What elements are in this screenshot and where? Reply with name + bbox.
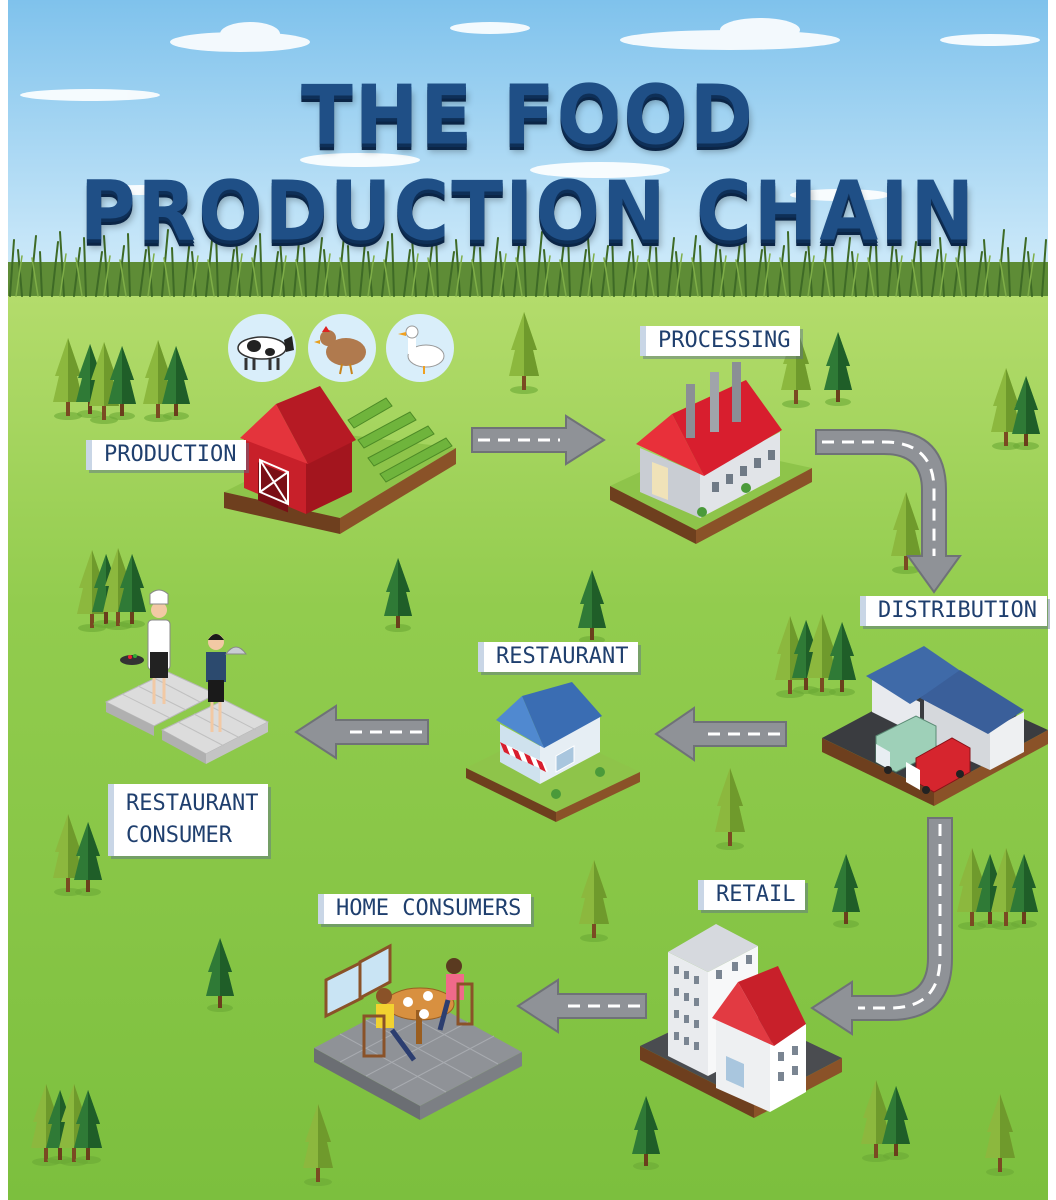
arrow-processing-to-distribution (815, 429, 962, 594)
warehouse-trucks-illustration (822, 646, 1048, 806)
animal-icons (228, 314, 454, 382)
arrow-retail-to-home (516, 978, 647, 1034)
restaurant-building-illustration (466, 682, 640, 822)
clouds (20, 18, 1040, 201)
arrow-production-to-processing (471, 414, 606, 466)
arrow-distribution-to-restaurant (654, 706, 787, 762)
stage-label-restaurant: RESTAURANT (478, 642, 639, 672)
stage-label-distribution: DISTRIBUTION (860, 596, 1047, 626)
tall-grass (8, 229, 1048, 297)
stage-label-restaurant-consumer: RESTAURANT CONSUMER (108, 784, 269, 856)
factory-illustration (610, 362, 812, 544)
page-title: THE FOOD PRODUCTION CHAIN (79, 66, 977, 260)
cow-icon (228, 314, 296, 382)
restaurant-consumer-line-2: CONSUMER (126, 823, 232, 848)
duck-icon (386, 314, 454, 382)
home-dining-illustration (314, 943, 522, 1120)
restaurant-consumer-line-1: RESTAURANT (126, 791, 259, 816)
farm-barn-illustration (224, 386, 456, 534)
sky-background (8, 0, 1048, 300)
arrow-restaurant-to-consumer (294, 704, 429, 760)
stage-label-processing: PROCESSING (640, 326, 801, 356)
retail-building-illustration (640, 924, 842, 1118)
stage-label-production: PRODUCTION (86, 440, 247, 470)
chef-waiter-illustration (104, 589, 270, 764)
stage-label-retail: RETAIL (698, 880, 806, 910)
chicken-icon (308, 314, 376, 382)
arrow-distribution-to-retail (810, 817, 953, 1036)
road-arrows (294, 414, 962, 1036)
stage-label-home-consumers: HOME CONSUMERS (318, 894, 532, 924)
